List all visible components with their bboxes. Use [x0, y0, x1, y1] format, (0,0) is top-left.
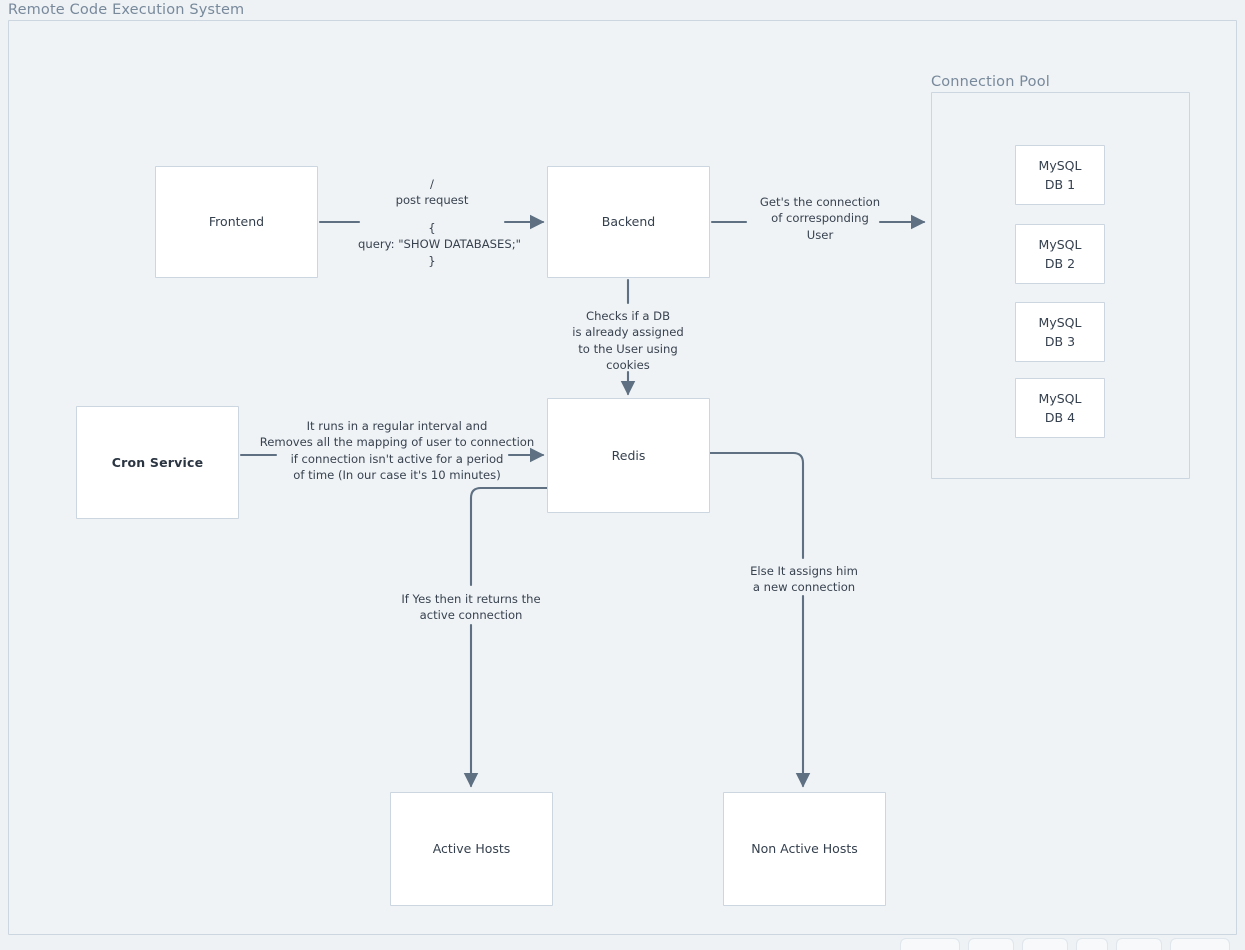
- node-active-hosts[interactable]: Active Hosts: [390, 792, 553, 906]
- node-mysql-db-4[interactable]: MySQL DB 4: [1015, 378, 1105, 438]
- node-mysql-db-2[interactable]: MySQL DB 2: [1015, 224, 1105, 284]
- diagram-title: Remote Code Execution System: [8, 2, 245, 18]
- node-mysql-db-3[interactable]: MySQL DB 3: [1015, 302, 1105, 362]
- node-label: Active Hosts: [432, 841, 511, 857]
- toolbar-tab-stub[interactable]: [1076, 938, 1108, 950]
- node-label-line: DB 1: [1044, 177, 1076, 192]
- toolbar-tab-stub[interactable]: [968, 938, 1014, 950]
- node-label-line: MySQL: [1038, 236, 1082, 252]
- toolbar-tab-stub[interactable]: [900, 938, 960, 950]
- node-label: Backend: [601, 214, 656, 230]
- node-label-line: DB 4: [1044, 410, 1076, 425]
- toolbar-tab-stub[interactable]: [1116, 938, 1162, 950]
- node-mysql-db-1[interactable]: MySQL DB 1: [1015, 145, 1105, 205]
- node-label: Cron Service: [111, 454, 204, 470]
- toolbar-tab-stub[interactable]: [1170, 938, 1230, 950]
- node-label-line: DB 2: [1044, 256, 1076, 271]
- toolbar-tab-stub[interactable]: [1022, 938, 1068, 950]
- node-label-line: MySQL: [1038, 157, 1082, 173]
- node-label-line: DB 3: [1044, 334, 1076, 349]
- bottom-toolbar-cutoff: [0, 938, 1245, 950]
- connection-pool-title: Connection Pool: [931, 74, 1050, 90]
- node-label: Non Active Hosts: [751, 841, 858, 857]
- node-label: Redis: [611, 447, 646, 463]
- node-label-line: MySQL: [1038, 314, 1082, 330]
- node-redis[interactable]: Redis: [547, 398, 710, 513]
- node-frontend[interactable]: Frontend: [155, 166, 318, 278]
- node-label-line: MySQL: [1038, 390, 1082, 406]
- node-label: Frontend: [208, 214, 265, 230]
- node-cron-service[interactable]: Cron Service: [76, 406, 239, 519]
- node-non-active-hosts[interactable]: Non Active Hosts: [723, 792, 886, 906]
- node-backend[interactable]: Backend: [547, 166, 710, 278]
